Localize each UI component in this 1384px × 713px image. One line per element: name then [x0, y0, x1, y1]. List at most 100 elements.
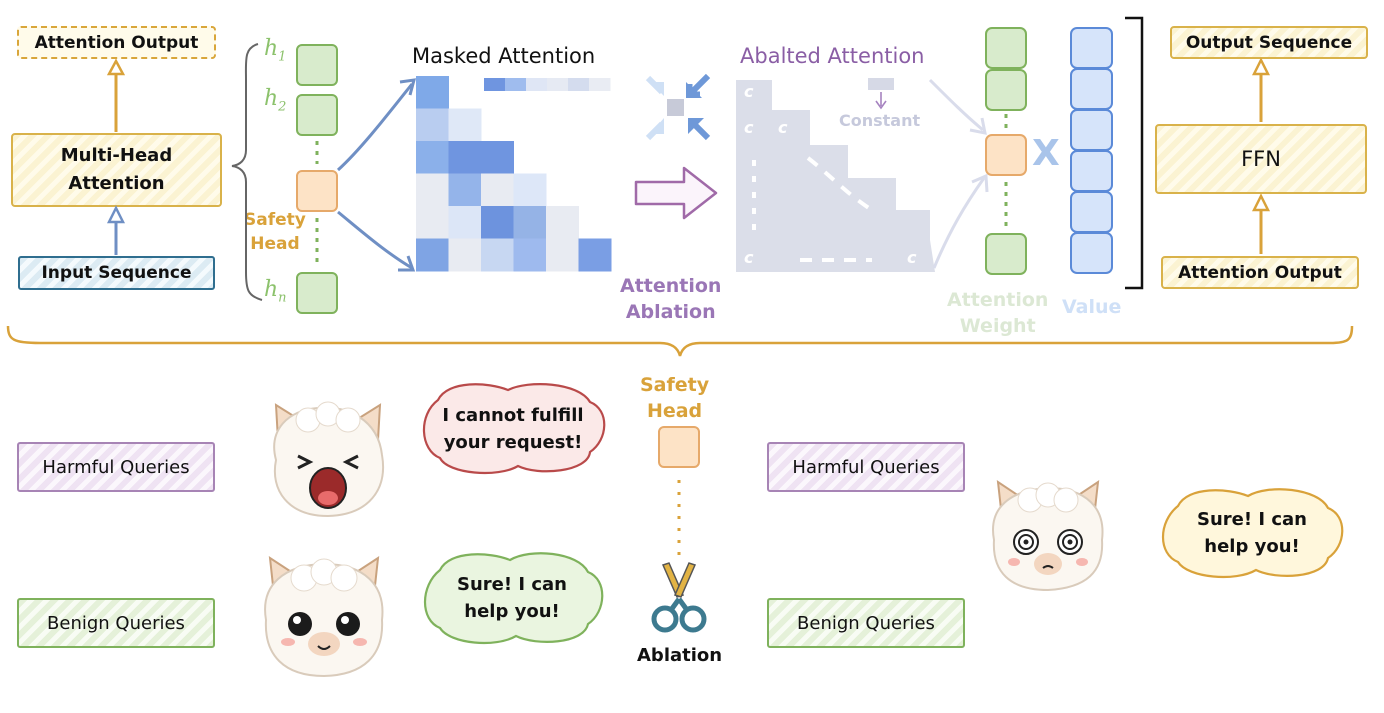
masked-attention-cell [448, 206, 482, 239]
left-benign-queries-label: Benign Queries [47, 612, 185, 634]
c-marker-1: c [744, 82, 754, 101]
weight-box-safety [985, 134, 1027, 176]
ablation-arrow [634, 166, 718, 220]
masked-attention-cell [448, 238, 482, 272]
input-sequence-label: Input Sequence [41, 263, 192, 283]
right-harmful-queries-label: Harmful Queries [792, 456, 940, 478]
masked-attention-cell [416, 238, 449, 272]
masked-attention-cell [416, 173, 449, 207]
right-bracket [1125, 16, 1144, 290]
scissors-icon [651, 562, 707, 633]
head-box-n [296, 272, 338, 314]
masked-attention-cell [481, 141, 514, 174]
masked-attention-cell [546, 238, 579, 272]
left-harmful-queries-label: Harmful Queries [42, 456, 190, 478]
refuse-bubble-text: I cannot fulfill your request! [442, 405, 584, 453]
attention-output-top-label: Attention Output [34, 32, 199, 53]
query-bar-cell [589, 78, 611, 91]
right-benign-queries-label: Benign Queries [797, 612, 935, 634]
head-box-1 [296, 44, 338, 86]
help-bubble-right-text: Sure! I can help you! [1197, 509, 1307, 557]
masked-attention-cell [481, 206, 514, 239]
masked-attention-cell [481, 238, 514, 272]
masked-attention-cell [513, 206, 547, 239]
head-label-2: h2 [264, 86, 287, 115]
value-column [1070, 27, 1113, 274]
query-bar-cell [547, 78, 569, 91]
arrow-attn-out-to-ffn [1251, 193, 1271, 254]
attention-output-top-box: Attention Output [17, 26, 216, 59]
arrow-to-weight-bottom [932, 177, 986, 269]
safety-head-label-top: Safety Head [244, 210, 306, 254]
arrow-safety-head-to-matrix-bottom [337, 210, 416, 272]
compress-icon [645, 73, 711, 141]
llama-dizzy-icon [992, 479, 1104, 592]
query-bar-cell [526, 78, 548, 91]
abalted-attention-matrix [736, 80, 935, 272]
c-marker-5: c [907, 248, 917, 267]
head-label-1: h1 [264, 36, 287, 65]
query-bar-cell [484, 78, 506, 91]
head-label-n: hn [264, 277, 287, 306]
left-benign-queries-box: Benign Queries [17, 598, 215, 648]
masked-attention-cell [416, 141, 449, 174]
c-marker-3: c [778, 118, 788, 137]
ffn-label: FFN [1241, 147, 1281, 171]
llama-happy-icon [264, 556, 384, 678]
arrow-to-weight-top [928, 78, 984, 132]
masked-attention-cell [448, 173, 482, 207]
arrow-input-to-mha [106, 205, 126, 255]
masked-attention-cell [481, 173, 514, 207]
masked-attention-cell [416, 108, 449, 142]
query-bar-cell [505, 78, 527, 91]
attention-ablation-label: Attention Ablation [620, 275, 722, 323]
help-speech-bubble-right: Sure! I can help you! [1156, 484, 1348, 582]
safety-head-box-bottom [658, 426, 700, 468]
query-bar-cell [568, 78, 590, 91]
multiply-sign: X [1032, 133, 1060, 174]
help-bubble-left-text: Sure! I can help you! [457, 574, 567, 622]
masked-attention-query-bar [484, 78, 611, 91]
masked-attention-cell [416, 206, 449, 239]
constant-label: Constant [839, 111, 921, 130]
constant-square [868, 78, 894, 90]
masked-attention-cell [546, 206, 579, 239]
value-label: Value [1062, 296, 1122, 318]
attention-weight-label: Attention Weight [947, 289, 1049, 337]
weight-box-1 [985, 27, 1027, 69]
multi-head-attention-box: Multi-Head Attention [11, 133, 222, 207]
masked-attention-cell [448, 141, 482, 174]
masked-attention-title: Masked Attention [412, 44, 596, 68]
abalted-attention-title: Abalted Attention [740, 44, 925, 68]
output-sequence-label: Output Sequence [1185, 32, 1353, 53]
heads-brace [231, 43, 263, 301]
section-brace [6, 325, 1354, 357]
multi-head-attention-label: Multi-Head Attention [60, 145, 173, 194]
help-speech-bubble-left: Sure! I can help you! [418, 548, 606, 648]
masked-attention-cell [513, 173, 547, 207]
masked-attention-cell [513, 238, 547, 272]
input-sequence-box: Input Sequence [18, 256, 215, 290]
masked-attention-cell [448, 108, 482, 142]
weight-box-2 [985, 69, 1027, 111]
ffn-box: FFN [1155, 124, 1367, 194]
c-marker-4: c [744, 248, 754, 267]
right-benign-queries-box: Benign Queries [767, 598, 965, 648]
c-marker-2: c [744, 118, 754, 137]
right-harmful-queries-box: Harmful Queries [767, 442, 965, 492]
head-box-2 [296, 94, 338, 136]
left-harmful-queries-box: Harmful Queries [17, 442, 215, 492]
masked-attention-cell [416, 76, 449, 109]
llama-angry-icon [273, 401, 384, 518]
attention-output-right-label: Attention Output [1178, 262, 1342, 283]
masked-attention-matrix [416, 76, 612, 272]
constant-arrow [875, 92, 887, 110]
weight-box-n [985, 233, 1027, 275]
refuse-speech-bubble: I cannot fulfill your request! [418, 380, 608, 478]
arrow-safety-head-to-matrix-top [336, 78, 417, 172]
attention-output-right-box: Attention Output [1161, 256, 1359, 289]
safety-head-label-bottom: Safety Head [640, 374, 710, 422]
ablation-label: Ablation [637, 645, 723, 666]
arrow-mha-to-output [106, 58, 126, 132]
